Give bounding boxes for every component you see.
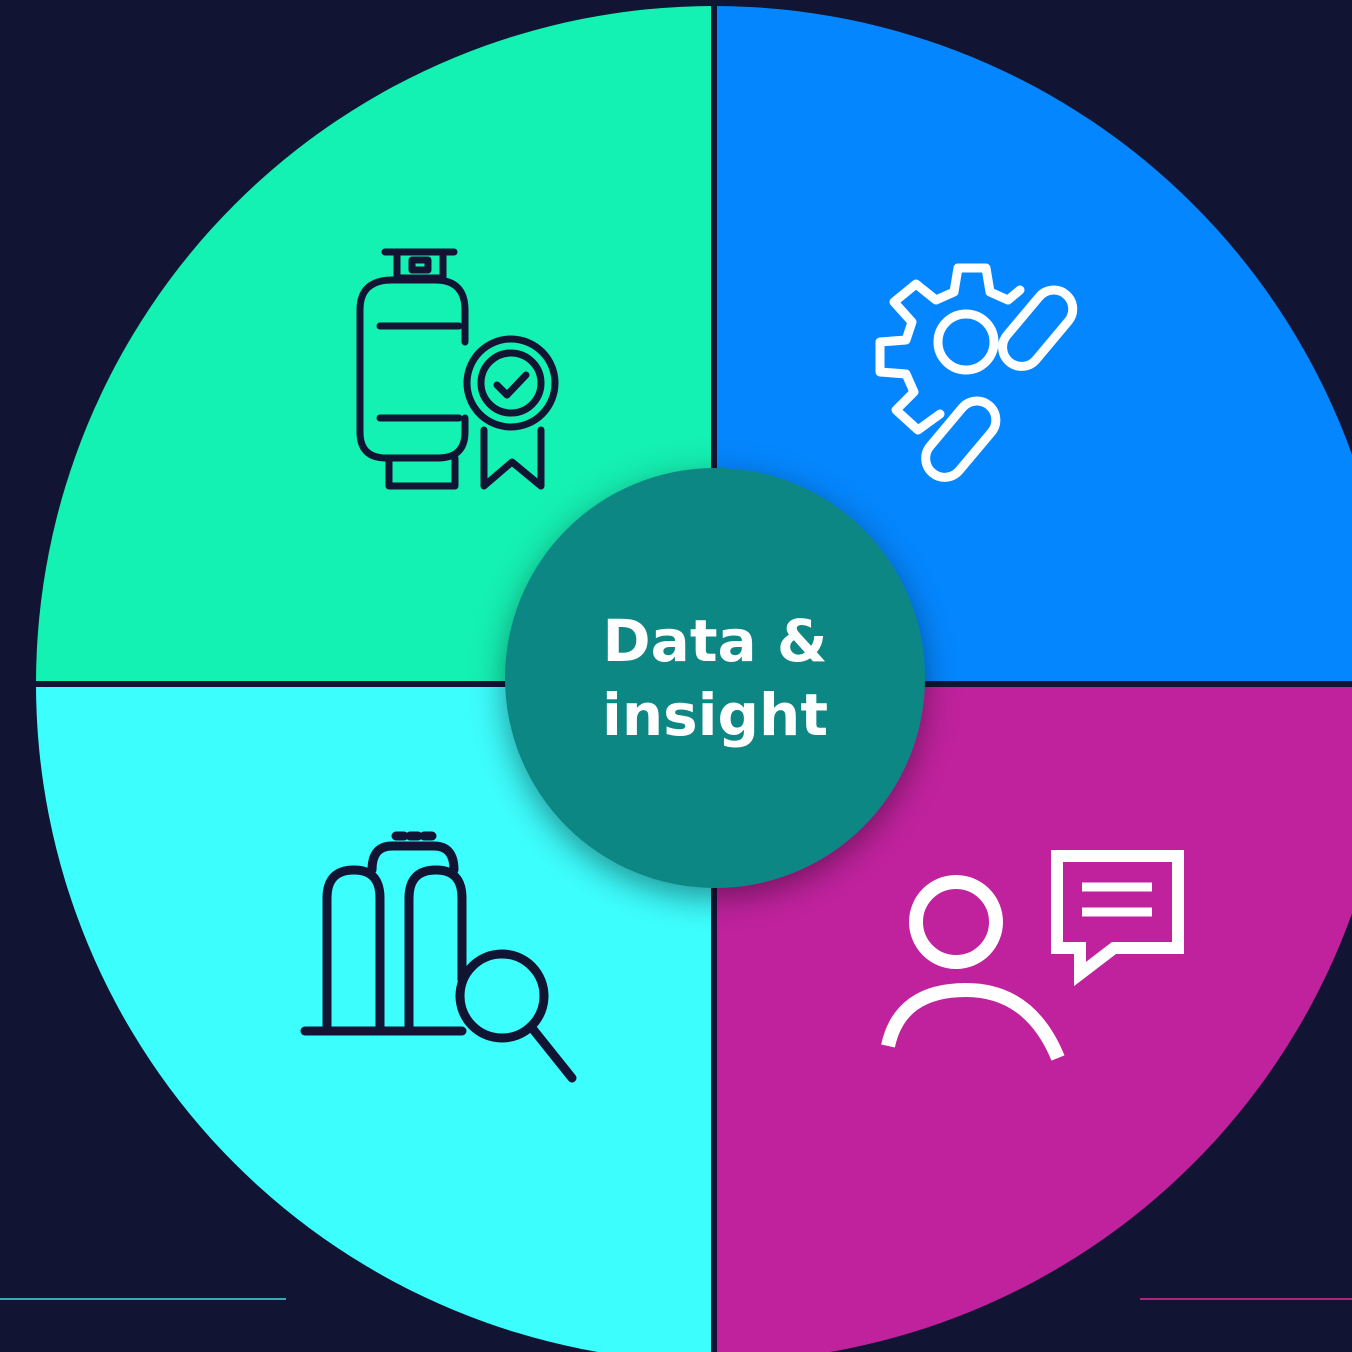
center-circle [505, 468, 925, 888]
quadrant-bottom-left [36, 684, 714, 1352]
cylinders-search-icon [300, 831, 577, 1083]
quadrant-top-left [36, 6, 714, 684]
gas-cylinder-certified-icon [356, 248, 559, 490]
user-speech-bubble-icon [881, 850, 1184, 1061]
gear-chain-link-icon [875, 263, 1078, 482]
quadrant-top-right [714, 6, 1352, 684]
